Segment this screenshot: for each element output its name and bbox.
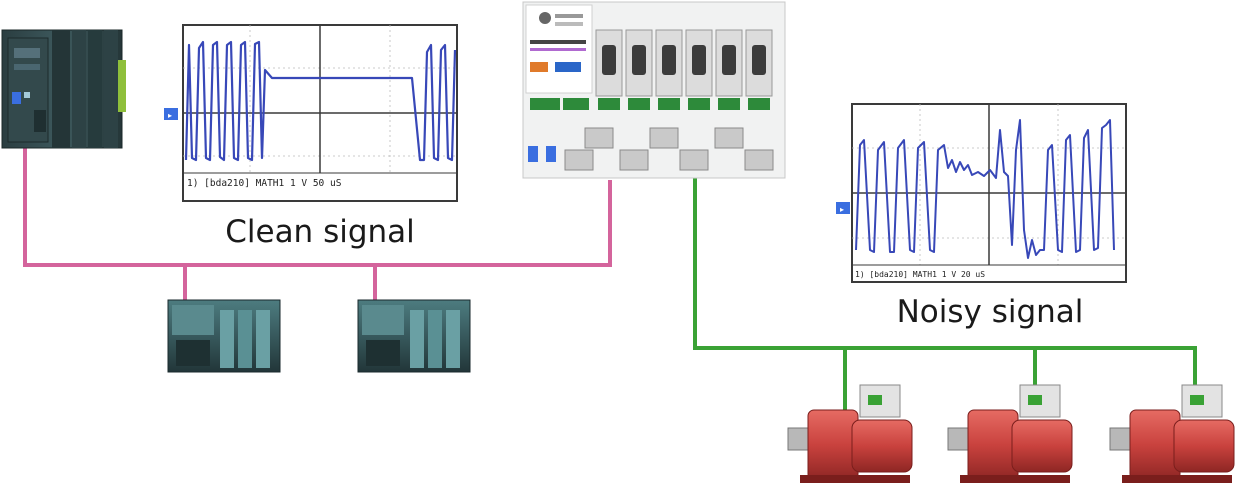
noisy-bus-lines <box>693 175 1197 415</box>
noisy-signal-caption: Noisy signal <box>897 294 1084 330</box>
svg-text:▸: ▸ <box>840 205 844 214</box>
repeater-hub-icon <box>522 1 786 179</box>
gear-motor-icon <box>947 384 1073 483</box>
io-module-icon <box>167 299 281 373</box>
gear-motor-icon <box>1109 384 1235 483</box>
io-module-icon <box>357 299 471 373</box>
clean-signal-caption: Clean signal <box>225 214 415 250</box>
gear-motor-icon <box>787 384 913 483</box>
clean-oscilloscope: ▸ 1) [bda210] MATH1 1 V 50 uS <box>164 24 458 202</box>
plc-controller-icon <box>1 29 126 149</box>
noisy-oscilloscope: ▸ 1) [bda210] MATH1 1 V 20 uS <box>836 103 1127 283</box>
clean-bus-lines <box>23 148 612 300</box>
svg-text:▸: ▸ <box>168 111 172 120</box>
noisy-scope-readout: 1) [bda210] MATH1 1 V 20 uS <box>855 270 985 279</box>
clean-scope-readout: 1) [bda210] MATH1 1 V 50 uS <box>187 178 342 189</box>
noisy-signal-trace <box>855 119 1115 259</box>
clean-signal-trace <box>184 40 457 162</box>
